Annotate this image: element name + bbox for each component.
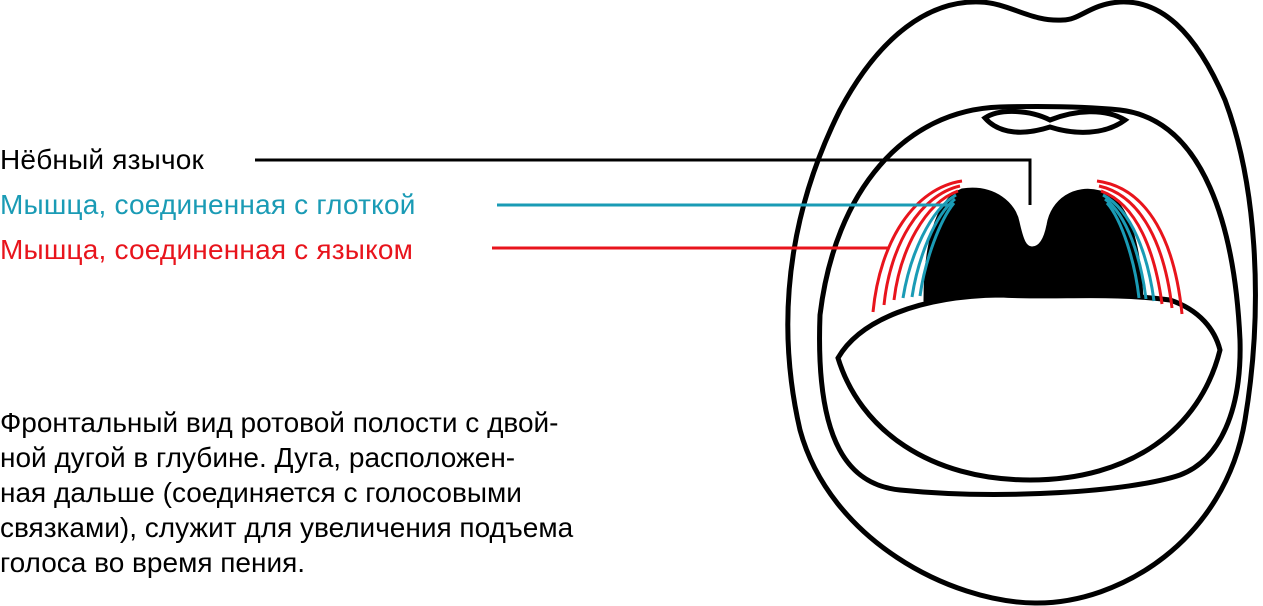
left-tongue-arches xyxy=(871,179,963,313)
upper-lip-ridge xyxy=(981,108,1130,135)
mouth-opening xyxy=(817,103,1243,497)
right-pharynx-arches xyxy=(1102,193,1156,302)
tongue xyxy=(835,292,1223,483)
label-tongue-muscle: Мышца, соединенная с языком xyxy=(0,234,414,265)
caption: Фронтальный вид ротовой полости с двой- … xyxy=(0,405,680,580)
caption-line-4: связками), служит для увеличения подъема xyxy=(0,512,574,543)
caption-line-2: ной дугой в глубине. Дуга, расположен- xyxy=(0,442,516,473)
caption-line-5: голоса во время пения. xyxy=(0,547,306,578)
outer-lips xyxy=(785,0,1258,606)
caption-line-1: Фронтальный вид ротовой полости с двой- xyxy=(0,407,559,438)
label-pharynx-muscle: Мышца, соединенная с глоткой xyxy=(0,189,416,220)
caption-line-3: ная дальше (соединяется с голосовыми xyxy=(0,477,522,508)
label-uvula: Нёбный язычок xyxy=(0,144,204,175)
right-tongue-arches xyxy=(1096,179,1184,315)
leader-uvula xyxy=(255,158,1032,205)
